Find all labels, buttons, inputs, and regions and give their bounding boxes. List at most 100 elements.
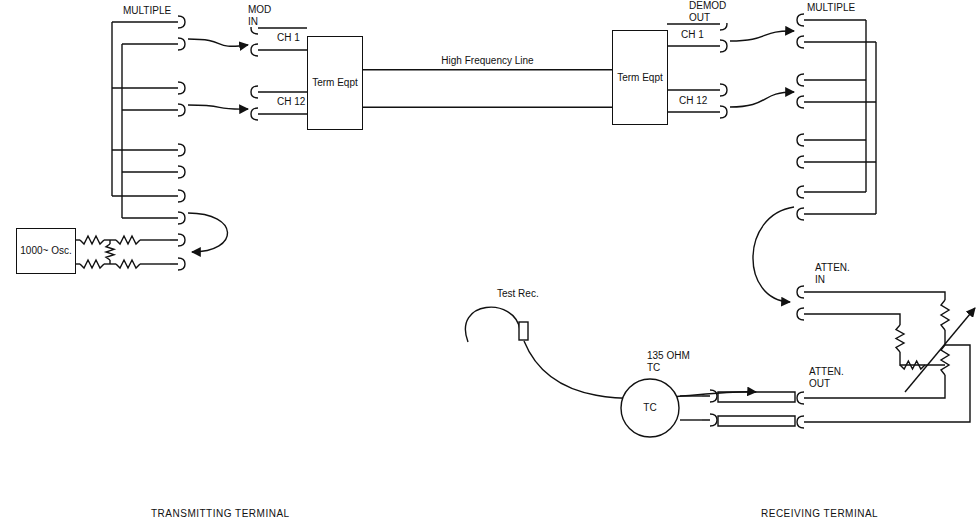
line-connector xyxy=(363,70,612,107)
wire xyxy=(812,101,876,102)
resistor-symbol xyxy=(941,300,949,330)
jack-label: CH 1 xyxy=(680,29,705,41)
wire xyxy=(266,27,307,28)
jack-label: MULTIPLE xyxy=(122,5,172,17)
wire xyxy=(812,292,945,300)
node-text: Term Eqpt xyxy=(617,72,663,84)
jack-symbol xyxy=(170,190,185,202)
wire xyxy=(812,19,866,20)
wire xyxy=(266,91,307,92)
jack-symbol xyxy=(712,40,727,52)
wire xyxy=(865,20,866,192)
wire xyxy=(140,239,170,240)
jack-label: Test Rec. xyxy=(496,288,540,300)
headband xyxy=(465,307,520,342)
wire xyxy=(812,79,866,80)
jack-symbol xyxy=(702,390,717,402)
jack-symbol xyxy=(170,144,185,156)
resistor-symbol xyxy=(80,260,104,268)
jack-symbol xyxy=(702,414,717,426)
resistor-symbol xyxy=(900,361,925,369)
wire xyxy=(112,195,170,196)
wire xyxy=(266,49,307,50)
jack-symbol xyxy=(797,74,812,86)
jack-symbol xyxy=(797,286,812,298)
wire xyxy=(140,263,170,264)
wire xyxy=(122,217,170,218)
jack-label: DEMOD OUT xyxy=(688,0,734,23)
patch-cord xyxy=(718,416,795,426)
wire xyxy=(812,314,900,325)
wire xyxy=(667,45,712,46)
wire xyxy=(812,161,876,162)
jack-symbol xyxy=(797,208,812,220)
equipment-box: Term Eqpt xyxy=(612,30,668,125)
resistor-symbol xyxy=(106,244,114,260)
node-text: Term Eqpt xyxy=(312,77,358,89)
resistor-symbol xyxy=(896,325,904,352)
wire xyxy=(667,111,712,112)
jack-symbol xyxy=(797,308,812,320)
jack-label: CH 1 xyxy=(276,32,301,44)
jack-symbol xyxy=(170,212,185,224)
wire xyxy=(122,109,170,110)
wire xyxy=(812,191,866,192)
jack-symbol xyxy=(712,106,727,118)
jack-label: CH 12 xyxy=(678,95,708,107)
wire xyxy=(667,89,712,90)
jack-label: ATTEN. IN xyxy=(814,262,856,285)
wire xyxy=(667,23,712,24)
wire xyxy=(109,260,110,264)
jack-symbol xyxy=(797,416,812,428)
resistor-symbol xyxy=(116,236,140,244)
receiver-earpiece xyxy=(519,322,528,340)
node-text: TC xyxy=(643,402,656,414)
jack-symbol xyxy=(251,86,266,98)
jack-symbol xyxy=(170,38,185,50)
jack-symbol xyxy=(712,84,727,96)
equipment-box: Term Eqpt xyxy=(307,36,363,130)
jack-symbol xyxy=(797,156,812,168)
equipment-box: 1000~ Osc. xyxy=(16,228,76,274)
terminal-caption: RECEIVING TERMINAL xyxy=(760,508,879,520)
jack-symbol xyxy=(797,392,812,404)
jack-symbol xyxy=(170,82,185,94)
wire xyxy=(112,87,170,88)
jack-symbol xyxy=(797,14,812,26)
jack-symbol xyxy=(170,166,185,178)
jack-symbol xyxy=(170,104,185,116)
resistor-symbol xyxy=(941,345,949,375)
wire xyxy=(875,42,876,214)
wire xyxy=(266,113,307,114)
wire xyxy=(122,171,170,172)
jack-label: 135 OHM TC xyxy=(646,350,698,373)
patch-cord xyxy=(188,105,248,109)
patch-cord xyxy=(730,31,794,41)
node-text: 1000~ Osc. xyxy=(20,245,71,257)
jack-symbol xyxy=(797,36,812,48)
patch-cord xyxy=(188,213,228,252)
resistor-symbol xyxy=(116,260,140,268)
jack-symbol xyxy=(797,186,812,198)
wire xyxy=(111,22,112,196)
jack-symbol xyxy=(251,108,266,120)
jack-symbol xyxy=(797,134,812,146)
jack-label: MULTIPLE xyxy=(806,2,856,14)
terminal-caption: TRANSMITTING TERMINAL xyxy=(150,508,291,520)
wire xyxy=(812,41,876,42)
jack-symbol xyxy=(170,258,185,270)
wire xyxy=(121,44,122,218)
jack-symbol xyxy=(251,44,266,56)
edge-label: High Frequency Line xyxy=(440,55,534,67)
wire xyxy=(812,213,876,214)
wire xyxy=(112,149,170,150)
resistor-symbol xyxy=(80,236,104,244)
jack-symbol xyxy=(170,16,185,28)
wire xyxy=(109,240,110,244)
tc-circle: TC xyxy=(620,378,680,438)
jack-symbol xyxy=(170,234,185,246)
wire xyxy=(680,419,702,420)
jack-label: MOD IN xyxy=(247,4,279,27)
wire xyxy=(812,139,866,140)
jack-label: ATTEN. OUT xyxy=(808,366,854,389)
